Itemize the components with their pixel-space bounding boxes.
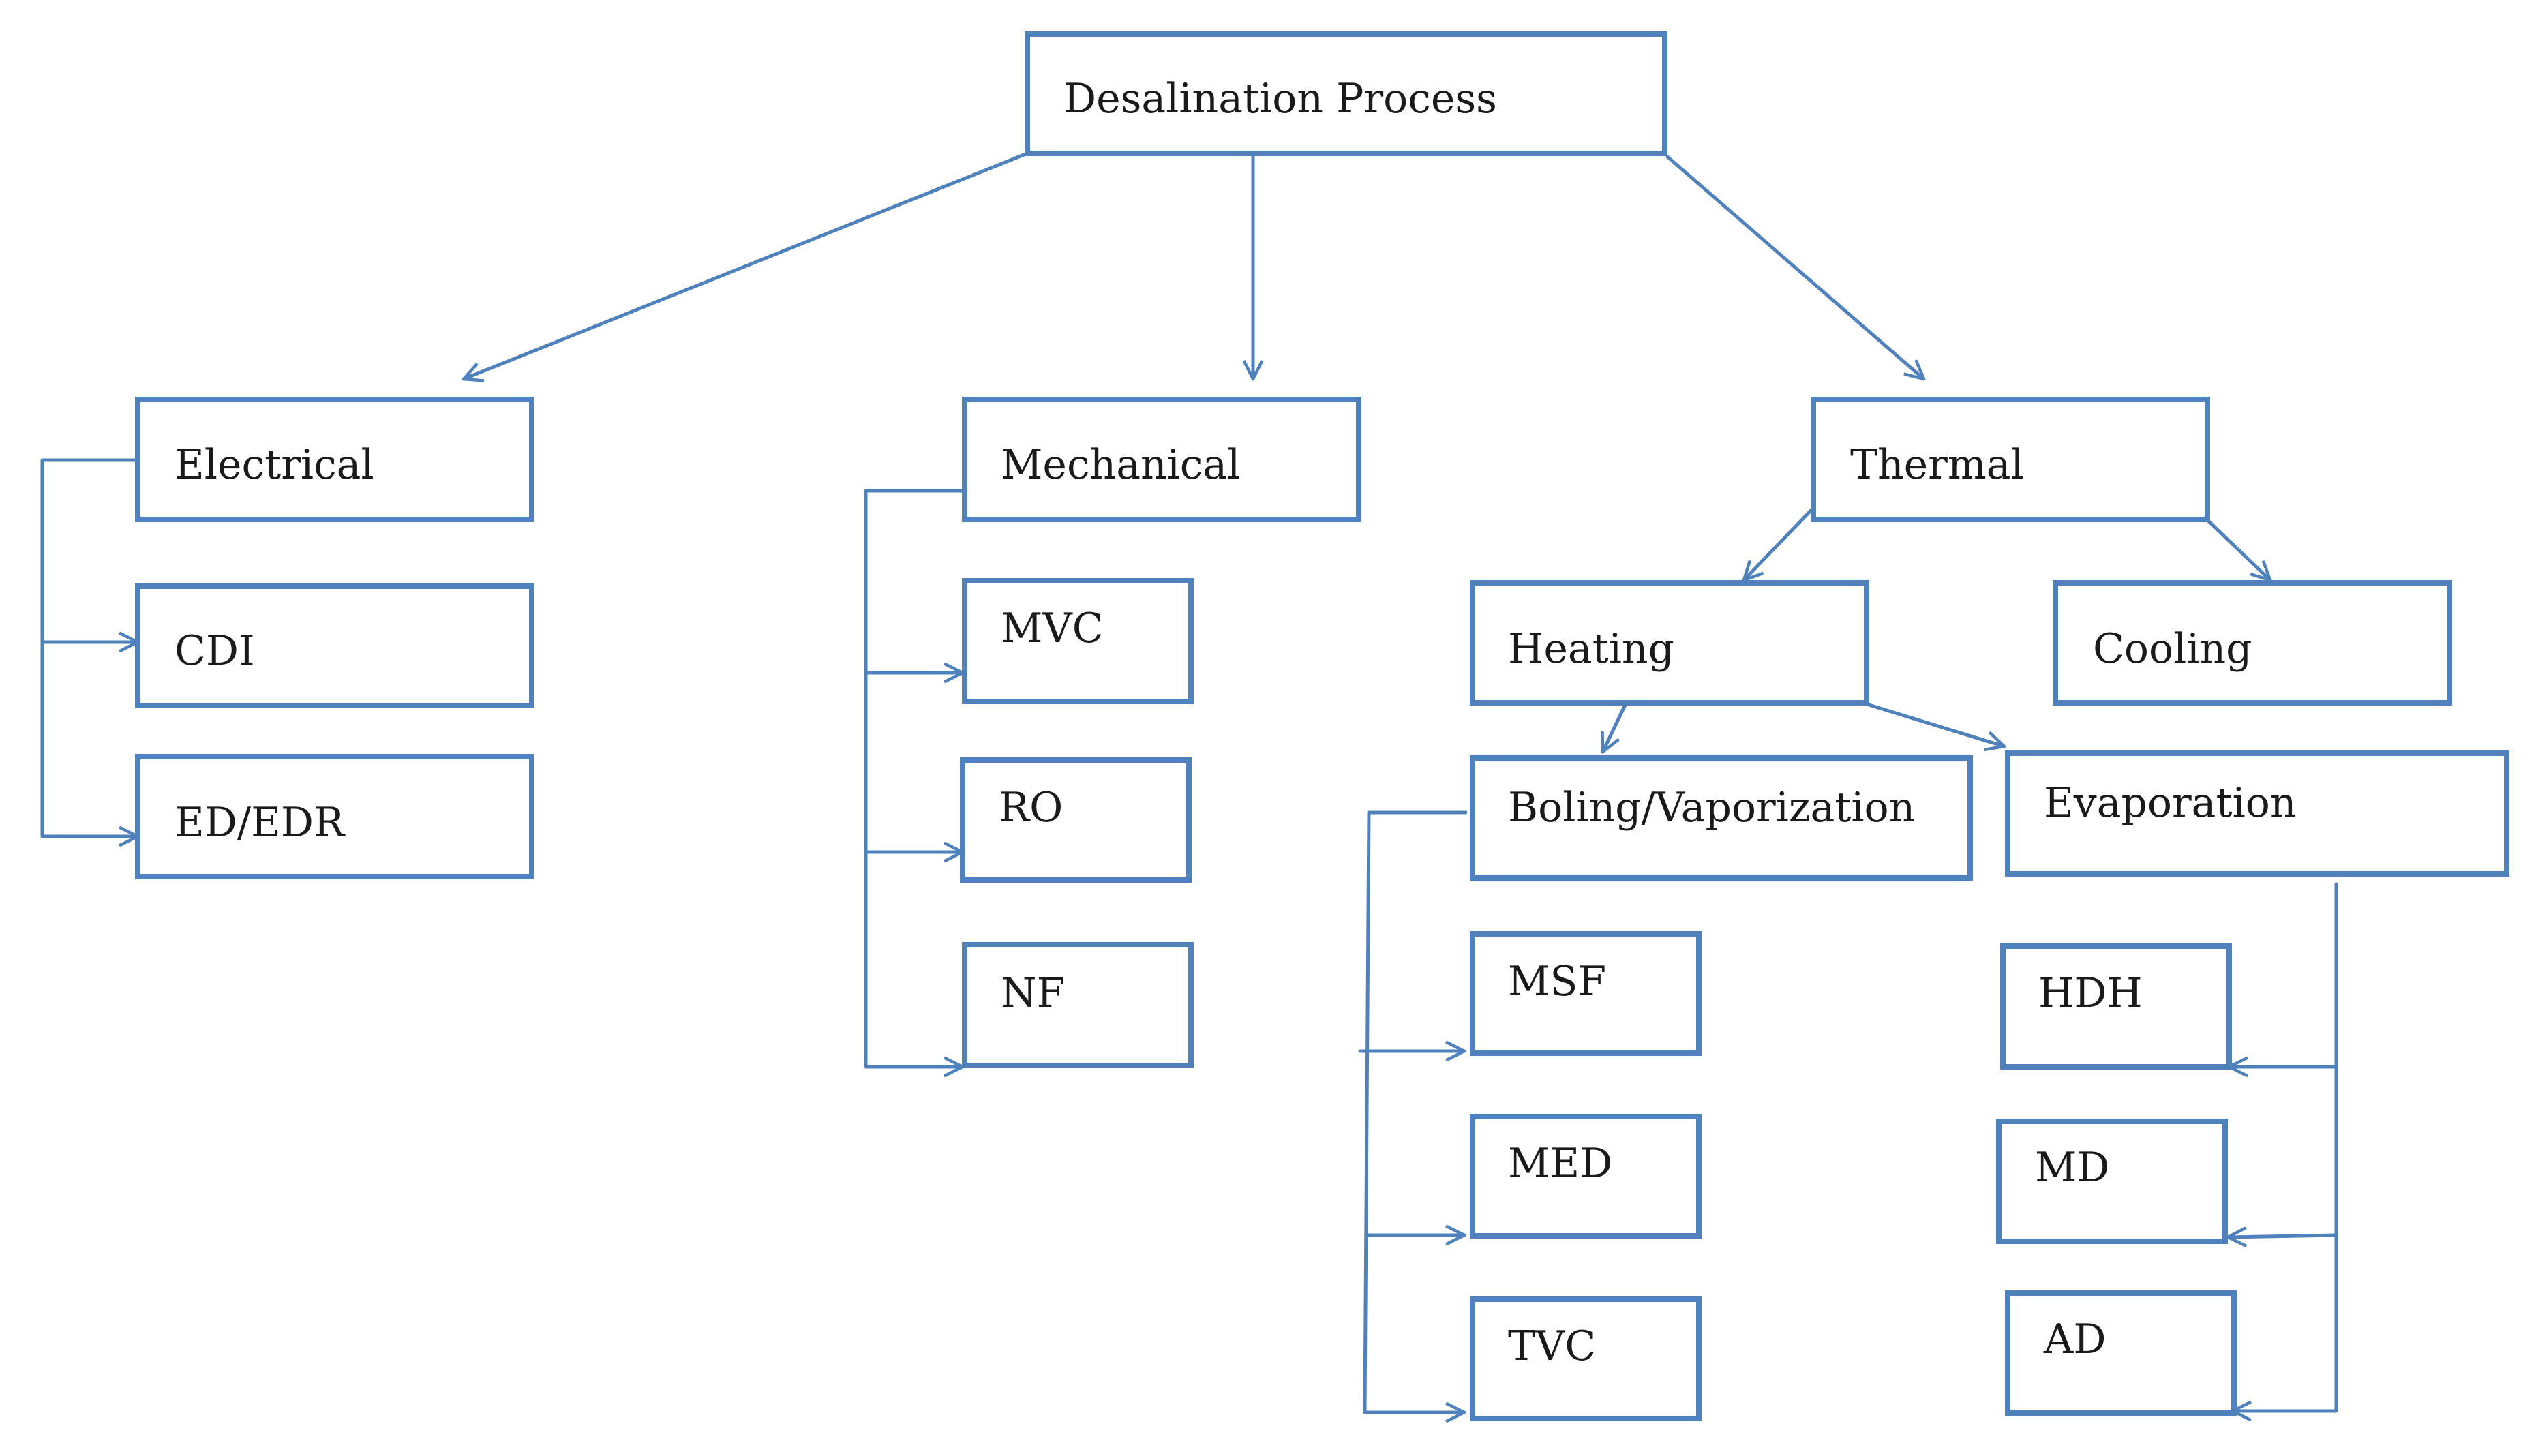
node-hdh-label: HDH	[2038, 969, 2143, 1017]
edge-evaporation-bracket	[2231, 882, 2338, 1411]
node-ad: AD	[2005, 1290, 2237, 1416]
edge-heating-evaporation	[1862, 701, 2004, 746]
node-md: MD	[1996, 1119, 2228, 1244]
edge-evaporation-md	[2226, 1235, 2338, 1237]
node-heating-label: Heating	[1508, 625, 1674, 673]
connectors	[40, 151, 2338, 1412]
node-thermal: Thermal	[1811, 397, 2210, 522]
node-evaporation-label: Evaporation	[2044, 779, 2297, 827]
node-nf-label: NF	[1001, 969, 1065, 1017]
edge-heating-boiling	[1603, 701, 1628, 752]
node-msf-label: MSF	[1508, 958, 1606, 1005]
node-ed-edr-label: ED/EDR	[175, 799, 346, 847]
node-msf: MSF	[1470, 931, 1702, 1056]
node-heating: Heating	[1470, 580, 1869, 706]
node-root-label: Desalination Process	[1063, 75, 1497, 123]
node-mvc-label: MVC	[1001, 605, 1104, 652]
node-electrical-label: Electrical	[175, 441, 374, 489]
node-mechanical: Mechanical	[962, 397, 1361, 522]
node-ro-label: RO	[999, 784, 1063, 832]
node-thermal-label: Thermal	[1850, 441, 2024, 489]
edge-thermal-heating	[1744, 506, 1815, 580]
node-electrical: Electrical	[135, 397, 534, 522]
node-ro: RO	[960, 757, 1192, 883]
edge-mechanical-bracket	[864, 489, 967, 1067]
node-hdh: HDH	[2000, 943, 2232, 1070]
node-ad-label: AD	[2043, 1316, 2106, 1363]
node-boiling-vaporization-label: Boling/Vaporization	[1508, 784, 1915, 832]
node-cooling-label: Cooling	[2093, 625, 2252, 673]
edge-root-thermal	[1665, 155, 1924, 379]
node-tvc: TVC	[1470, 1296, 1702, 1421]
edge-boiling-bracket	[1363, 810, 1468, 1412]
node-md-label: MD	[2035, 1144, 2110, 1192]
node-cooling: Cooling	[2053, 580, 2452, 706]
edge-thermal-cooling	[2205, 517, 2270, 580]
node-tvc-label: TVC	[1508, 1322, 1596, 1370]
edge-root-electrical	[464, 151, 1029, 379]
node-root: Desalination Process	[1025, 31, 1667, 156]
node-boiling-vaporization: Boling/Vaporization	[1470, 755, 1973, 881]
edge-electrical-bracket	[40, 458, 140, 836]
node-cdi-label: CDI	[175, 627, 255, 675]
node-nf: NF	[962, 942, 1194, 1068]
node-mvc: MVC	[962, 578, 1194, 704]
node-med-label: MED	[1508, 1140, 1612, 1187]
node-med: MED	[1470, 1114, 1702, 1239]
node-cdi: CDI	[135, 583, 534, 708]
node-ed-edr: ED/EDR	[135, 754, 534, 879]
node-evaporation: Evaporation	[2005, 750, 2509, 877]
node-mechanical-label: Mechanical	[1001, 441, 1240, 489]
